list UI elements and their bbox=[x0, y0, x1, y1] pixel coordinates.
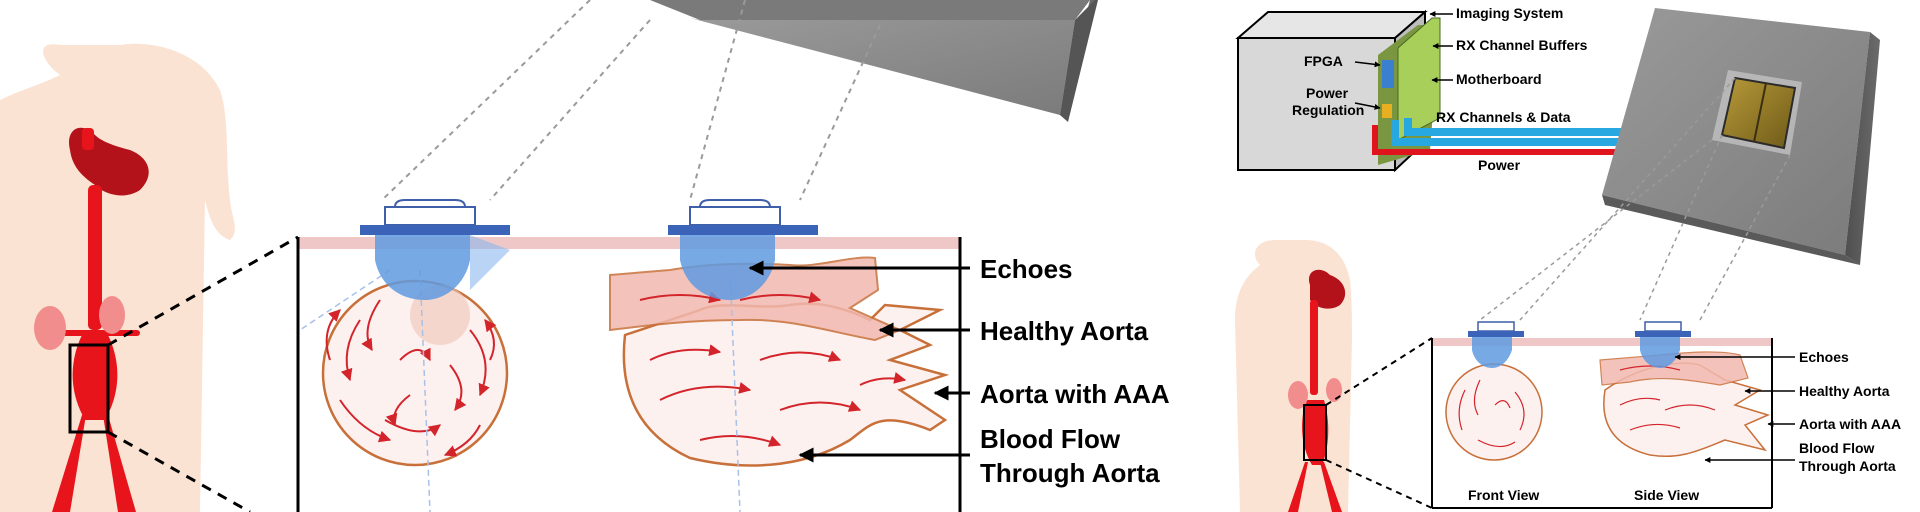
inset-transducer-side bbox=[1635, 321, 1691, 368]
aorta-vessels bbox=[52, 185, 140, 512]
inset-projection-lines bbox=[1479, 77, 1791, 321]
label-motherboard: Motherboard bbox=[1456, 71, 1542, 87]
projection-lines bbox=[381, 0, 881, 201]
transducer-front bbox=[360, 199, 510, 300]
inset-cross-section-panel bbox=[1431, 321, 1773, 509]
ultrasound-chip-block bbox=[650, 0, 1098, 122]
label-power: Power bbox=[1478, 157, 1521, 173]
label-echoes: Echoes bbox=[980, 254, 1073, 284]
front-view-vessel bbox=[299, 269, 509, 512]
kidneys bbox=[34, 296, 125, 350]
body-silhouette bbox=[0, 43, 235, 512]
rx-channel-lines bbox=[1372, 118, 1631, 156]
inset-label-blood-flow-2: Through Aorta bbox=[1799, 458, 1896, 474]
label-blood-flow-line2: Through Aorta bbox=[980, 458, 1160, 488]
label-aorta-aaa: Aorta with AAA bbox=[980, 379, 1170, 409]
label-front-view: Front View bbox=[1468, 487, 1539, 503]
label-rx-channel-buffers: RX Channel Buffers bbox=[1456, 37, 1588, 53]
aorta-selection-box bbox=[68, 343, 110, 434]
label-blood-flow-line1: Blood Flow bbox=[980, 424, 1121, 454]
inset-label-healthy-aorta: Healthy Aorta bbox=[1799, 383, 1890, 399]
label-imaging-system: Imaging System bbox=[1456, 5, 1563, 21]
label-power-regulation-1: Power bbox=[1306, 85, 1349, 101]
inset-diagram: Imaging System RX Channel Buffers FPGA M… bbox=[1235, 5, 1901, 512]
label-healthy-aorta: Healthy Aorta bbox=[980, 316, 1149, 346]
transducer-side bbox=[668, 199, 818, 300]
inset-body bbox=[1235, 240, 1433, 512]
inset-label-echoes: Echoes bbox=[1799, 349, 1849, 365]
inset-view-label-arrows bbox=[1674, 354, 1795, 463]
inset-label-aorta-aaa: Aorta with AAA bbox=[1799, 416, 1901, 432]
inset-chip-block bbox=[1602, 8, 1880, 265]
main-diagram: Echoes Healthy Aorta Aorta with AAA Bloo… bbox=[0, 0, 1170, 512]
inset-label-blood-flow-1: Blood Flow bbox=[1799, 440, 1875, 456]
heart bbox=[69, 127, 149, 196]
label-side-view: Side View bbox=[1634, 487, 1699, 503]
label-power-regulation-2: Regulation bbox=[1292, 102, 1364, 118]
inset-label-arrows bbox=[1354, 11, 1453, 110]
main-label-arrows bbox=[748, 260, 970, 463]
side-view-vessel bbox=[609, 256, 950, 512]
label-fpga: FPGA bbox=[1304, 53, 1343, 69]
label-rx-channels-data: RX Channels & Data bbox=[1436, 109, 1571, 125]
zoom-lines bbox=[107, 235, 299, 512]
inset-transducer-front bbox=[1468, 321, 1524, 368]
